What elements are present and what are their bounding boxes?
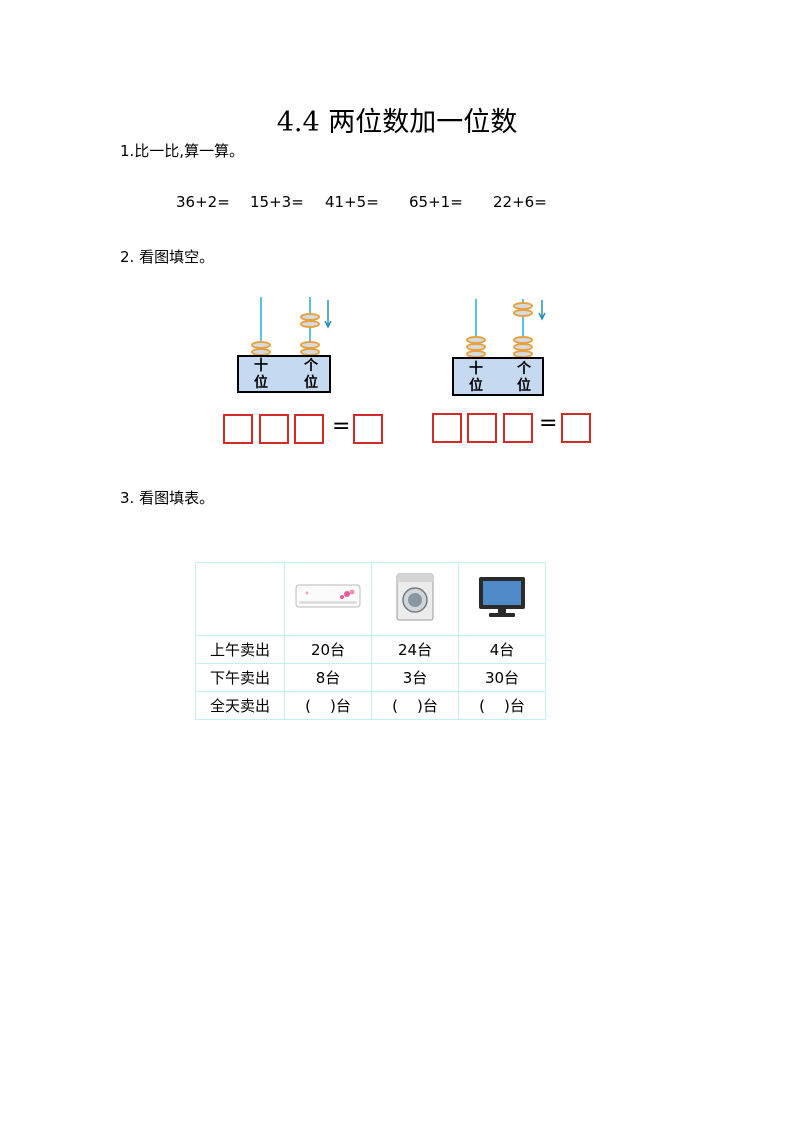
washing-machine-icon <box>396 573 434 621</box>
answer-cell[interactable]: ( )台 <box>458 691 546 720</box>
answer-box[interactable] <box>353 414 383 444</box>
question-3-heading: 3. 看图填表。 <box>120 489 215 507</box>
tens-label-bottom: 位 <box>254 375 268 391</box>
tens-label-top: 十 <box>254 358 268 374</box>
row-label: 全天卖出 <box>195 691 285 720</box>
tens-label-bottom: 位 <box>469 378 483 394</box>
answer-cell[interactable]: ( )台 <box>371 691 459 720</box>
question-1-heading: 1.比一比,算一算。 <box>120 142 245 160</box>
table-cell: 4台 <box>458 635 546 664</box>
table-row: 全天卖出 ( )台 ( )台 ( )台 <box>195 691 546 720</box>
ones-rod <box>522 299 524 357</box>
answer-box[interactable] <box>467 413 497 443</box>
answer-box[interactable] <box>432 413 462 443</box>
added-ones-bead <box>300 320 320 328</box>
table-cell: 24台 <box>371 635 459 664</box>
answer-cell[interactable]: ( )台 <box>284 691 372 720</box>
ones-label-top: 个 <box>304 358 318 374</box>
air-conditioner-icon <box>295 584 361 608</box>
table-corner-cell <box>195 562 285 636</box>
table-row: 下午卖出 8台 3台 30台 <box>195 663 546 692</box>
equals-sign: = <box>332 414 351 439</box>
sales-table: 上午卖出 20台 24台 4台 下午卖出 8台 3台 30台 全天卖出 ( )台… <box>195 562 546 720</box>
problem-1: 36+2= <box>176 193 230 211</box>
answer-box[interactable] <box>259 414 289 444</box>
column-washing-machine <box>371 562 459 636</box>
table-cell: 20台 <box>284 635 372 664</box>
problem-2: 15+3= <box>250 193 304 211</box>
tens-rod <box>475 299 477 357</box>
ones-label-top: 个 <box>517 361 531 377</box>
row-label: 上午卖出 <box>195 635 285 664</box>
page-title: 4.4 两位数加一位数 <box>276 107 518 138</box>
down-arrow-icon <box>538 300 546 321</box>
down-arrow-icon <box>324 300 332 329</box>
answer-box[interactable] <box>223 414 253 444</box>
equals-sign: = <box>539 411 558 436</box>
table-cell: 30台 <box>458 663 546 692</box>
problem-5: 22+6= <box>493 193 547 211</box>
table-header-row <box>195 562 546 636</box>
answer-box[interactable] <box>561 413 591 443</box>
tens-label-top: 十 <box>469 361 483 377</box>
answer-box[interactable] <box>503 413 533 443</box>
table-cell: 8台 <box>284 663 372 692</box>
place-value-board: 十 位 个 位 <box>237 355 331 393</box>
row-label: 下午卖出 <box>195 663 285 692</box>
problem-3: 41+5= <box>325 193 379 211</box>
column-air-conditioner <box>284 562 372 636</box>
table-row: 上午卖出 20台 24台 4台 <box>195 635 546 664</box>
problem-4: 65+1= <box>409 193 463 211</box>
added-ones-bead <box>513 309 533 317</box>
television-icon <box>479 577 525 617</box>
column-television <box>458 562 546 636</box>
ones-label-bottom: 位 <box>304 375 318 391</box>
place-value-board: 十 位 个 位 <box>452 357 544 396</box>
tens-rod <box>260 297 262 355</box>
answer-box[interactable] <box>294 414 324 444</box>
question-2-heading: 2. 看图填空。 <box>120 248 215 266</box>
ones-label-bottom: 位 <box>517 378 531 394</box>
table-cell: 3台 <box>371 663 459 692</box>
